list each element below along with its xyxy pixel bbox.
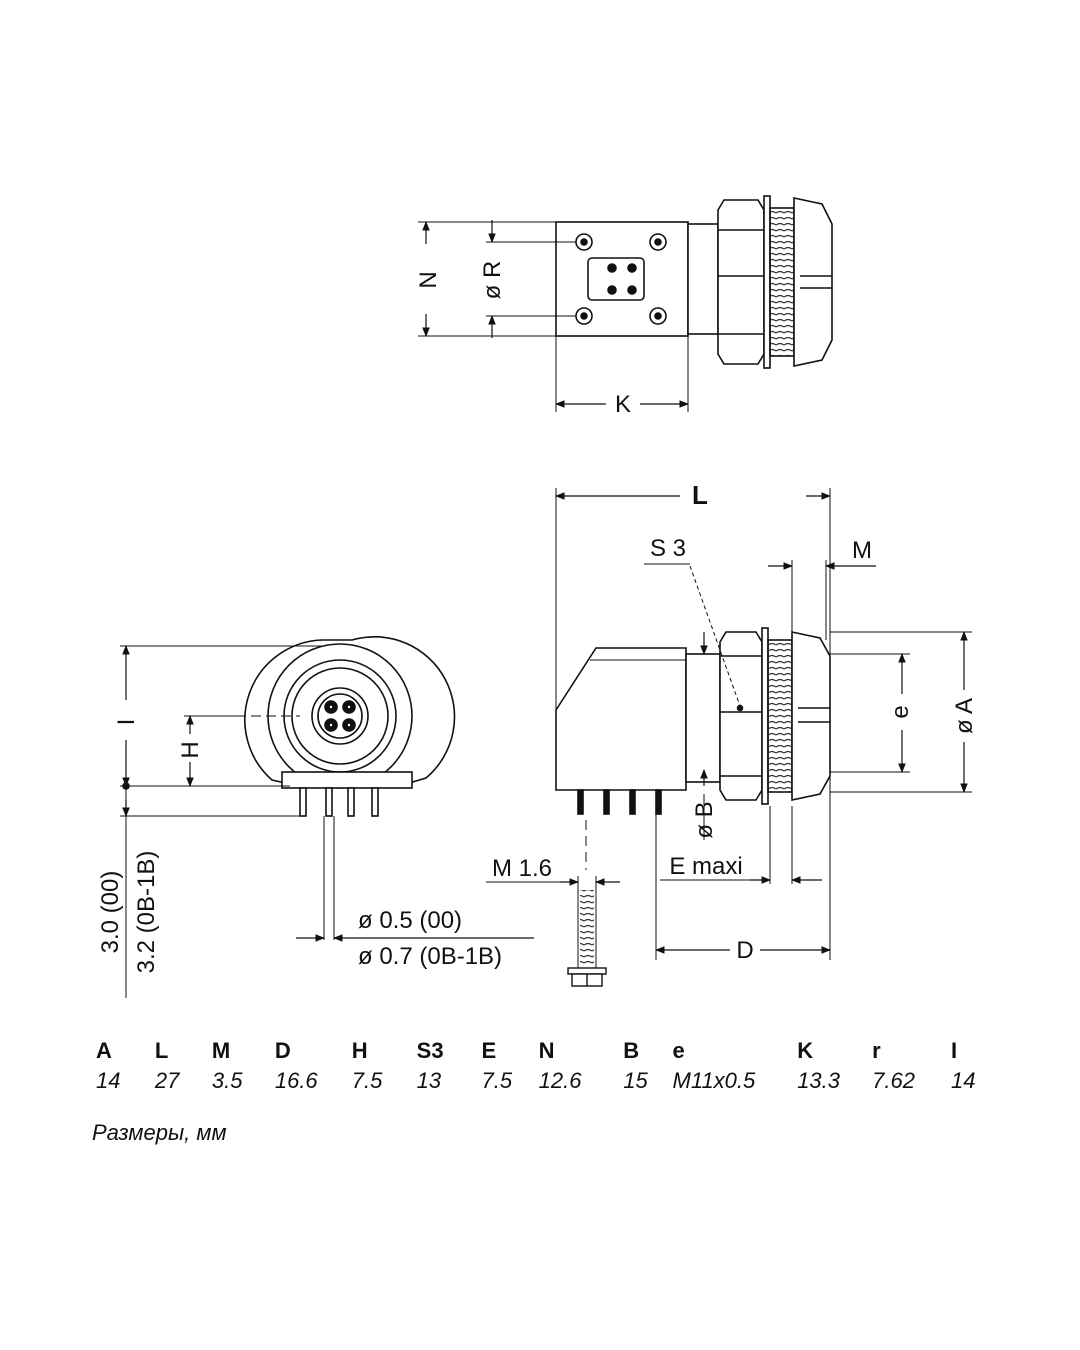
dim-header: I bbox=[951, 1038, 958, 1063]
dim-header: M bbox=[211, 1038, 231, 1063]
dim-label-A: ø A bbox=[951, 698, 978, 734]
dim-label-H: H bbox=[177, 741, 204, 758]
pin bbox=[603, 789, 610, 815]
dim-label-B: ø B bbox=[691, 801, 718, 838]
dim-value: 27 bbox=[154, 1068, 180, 1093]
dim-header: r bbox=[872, 1038, 881, 1063]
dim-header: N bbox=[538, 1038, 555, 1063]
dim-label-pin-dia-00: ø 0.5 (00) bbox=[358, 907, 462, 934]
pin bbox=[655, 789, 662, 815]
dim-label-M: M bbox=[852, 537, 872, 564]
dim-label-L: L bbox=[692, 480, 708, 510]
pin bbox=[299, 787, 307, 817]
dim-label-N: N bbox=[415, 271, 442, 288]
side-view-nut bbox=[719, 631, 763, 801]
dim-label-e: e bbox=[887, 705, 914, 718]
pin bbox=[577, 789, 584, 815]
top-view-thread bbox=[769, 207, 795, 357]
dim-header: E bbox=[481, 1038, 497, 1063]
side-view-housing bbox=[555, 647, 687, 791]
dim-header: B bbox=[623, 1038, 640, 1063]
dim-header: A bbox=[96, 1038, 112, 1063]
dim-label-I: I bbox=[113, 719, 140, 726]
dim-label-pin-length-0B1B: 3.2 (0B-1B) bbox=[133, 851, 160, 974]
pin bbox=[325, 787, 333, 817]
dim-value: 7.62 bbox=[872, 1068, 915, 1093]
dim-header: D bbox=[274, 1038, 291, 1063]
dim-value: 3.5 bbox=[211, 1068, 243, 1093]
dim-label-M16: M 1.6 bbox=[492, 855, 552, 882]
pin bbox=[629, 789, 636, 815]
top-view bbox=[418, 195, 833, 412]
side-view-washer bbox=[761, 627, 769, 805]
dimensions-table: A L M D H S3 E N B e K r I 14 27 3.5 16.… bbox=[80, 1036, 1010, 1096]
dim-value: 13.3 bbox=[797, 1068, 841, 1093]
top-view-front bbox=[793, 197, 833, 367]
side-view-sleeve bbox=[685, 653, 721, 783]
side-view-front bbox=[791, 631, 831, 801]
units-note: Размеры, мм bbox=[92, 1120, 227, 1145]
top-view-sleeve bbox=[687, 223, 719, 335]
mounting-hole bbox=[649, 307, 667, 325]
side-view bbox=[555, 488, 972, 960]
dim-header: L bbox=[154, 1038, 169, 1063]
contact-pattern bbox=[587, 257, 645, 301]
dim-value: 14 bbox=[96, 1068, 121, 1093]
dimensions-value-row: 14 27 3.5 16.6 7.5 13 7.5 12.6 15 M11x0.… bbox=[80, 1066, 1010, 1096]
pin-detail bbox=[486, 820, 620, 987]
dim-header: H bbox=[351, 1038, 368, 1063]
side-view-thread bbox=[767, 639, 793, 793]
dim-label-R: ø R bbox=[479, 261, 506, 300]
dim-label-E-maxi: E maxi bbox=[669, 853, 742, 880]
dim-label-S3: S 3 bbox=[650, 535, 686, 562]
dim-label-pin-length-00: 3.0 (00) bbox=[97, 871, 124, 954]
pin bbox=[347, 787, 355, 817]
dim-value: 12.6 bbox=[538, 1068, 582, 1093]
dim-header: K bbox=[797, 1038, 814, 1063]
dim-value: 7.5 bbox=[481, 1068, 513, 1093]
dim-value: 13 bbox=[416, 1068, 442, 1093]
front-view-base bbox=[281, 771, 413, 789]
dim-value: 15 bbox=[623, 1068, 648, 1093]
mounting-hole bbox=[649, 233, 667, 251]
top-view-washer bbox=[763, 195, 771, 369]
top-view-nut bbox=[717, 199, 765, 365]
front-view bbox=[120, 635, 534, 998]
dim-label-K: K bbox=[615, 391, 631, 418]
dimensions-header-row: A L M D H S3 E N B e K r I bbox=[80, 1036, 1010, 1066]
dim-label-D: D bbox=[736, 937, 753, 964]
dim-value: 7.5 bbox=[351, 1068, 383, 1093]
dim-header: e bbox=[672, 1038, 685, 1063]
connector-drawing: N ø R K bbox=[97, 195, 978, 998]
pin bbox=[371, 787, 379, 817]
dim-value: M11x0.5 bbox=[672, 1068, 756, 1093]
dim-label-pin-dia-0B1B: ø 0.7 (0B-1B) bbox=[358, 943, 502, 970]
dim-value: 16.6 bbox=[274, 1068, 318, 1093]
dim-value: 14 bbox=[951, 1068, 976, 1093]
dim-header: S3 bbox=[416, 1038, 444, 1063]
